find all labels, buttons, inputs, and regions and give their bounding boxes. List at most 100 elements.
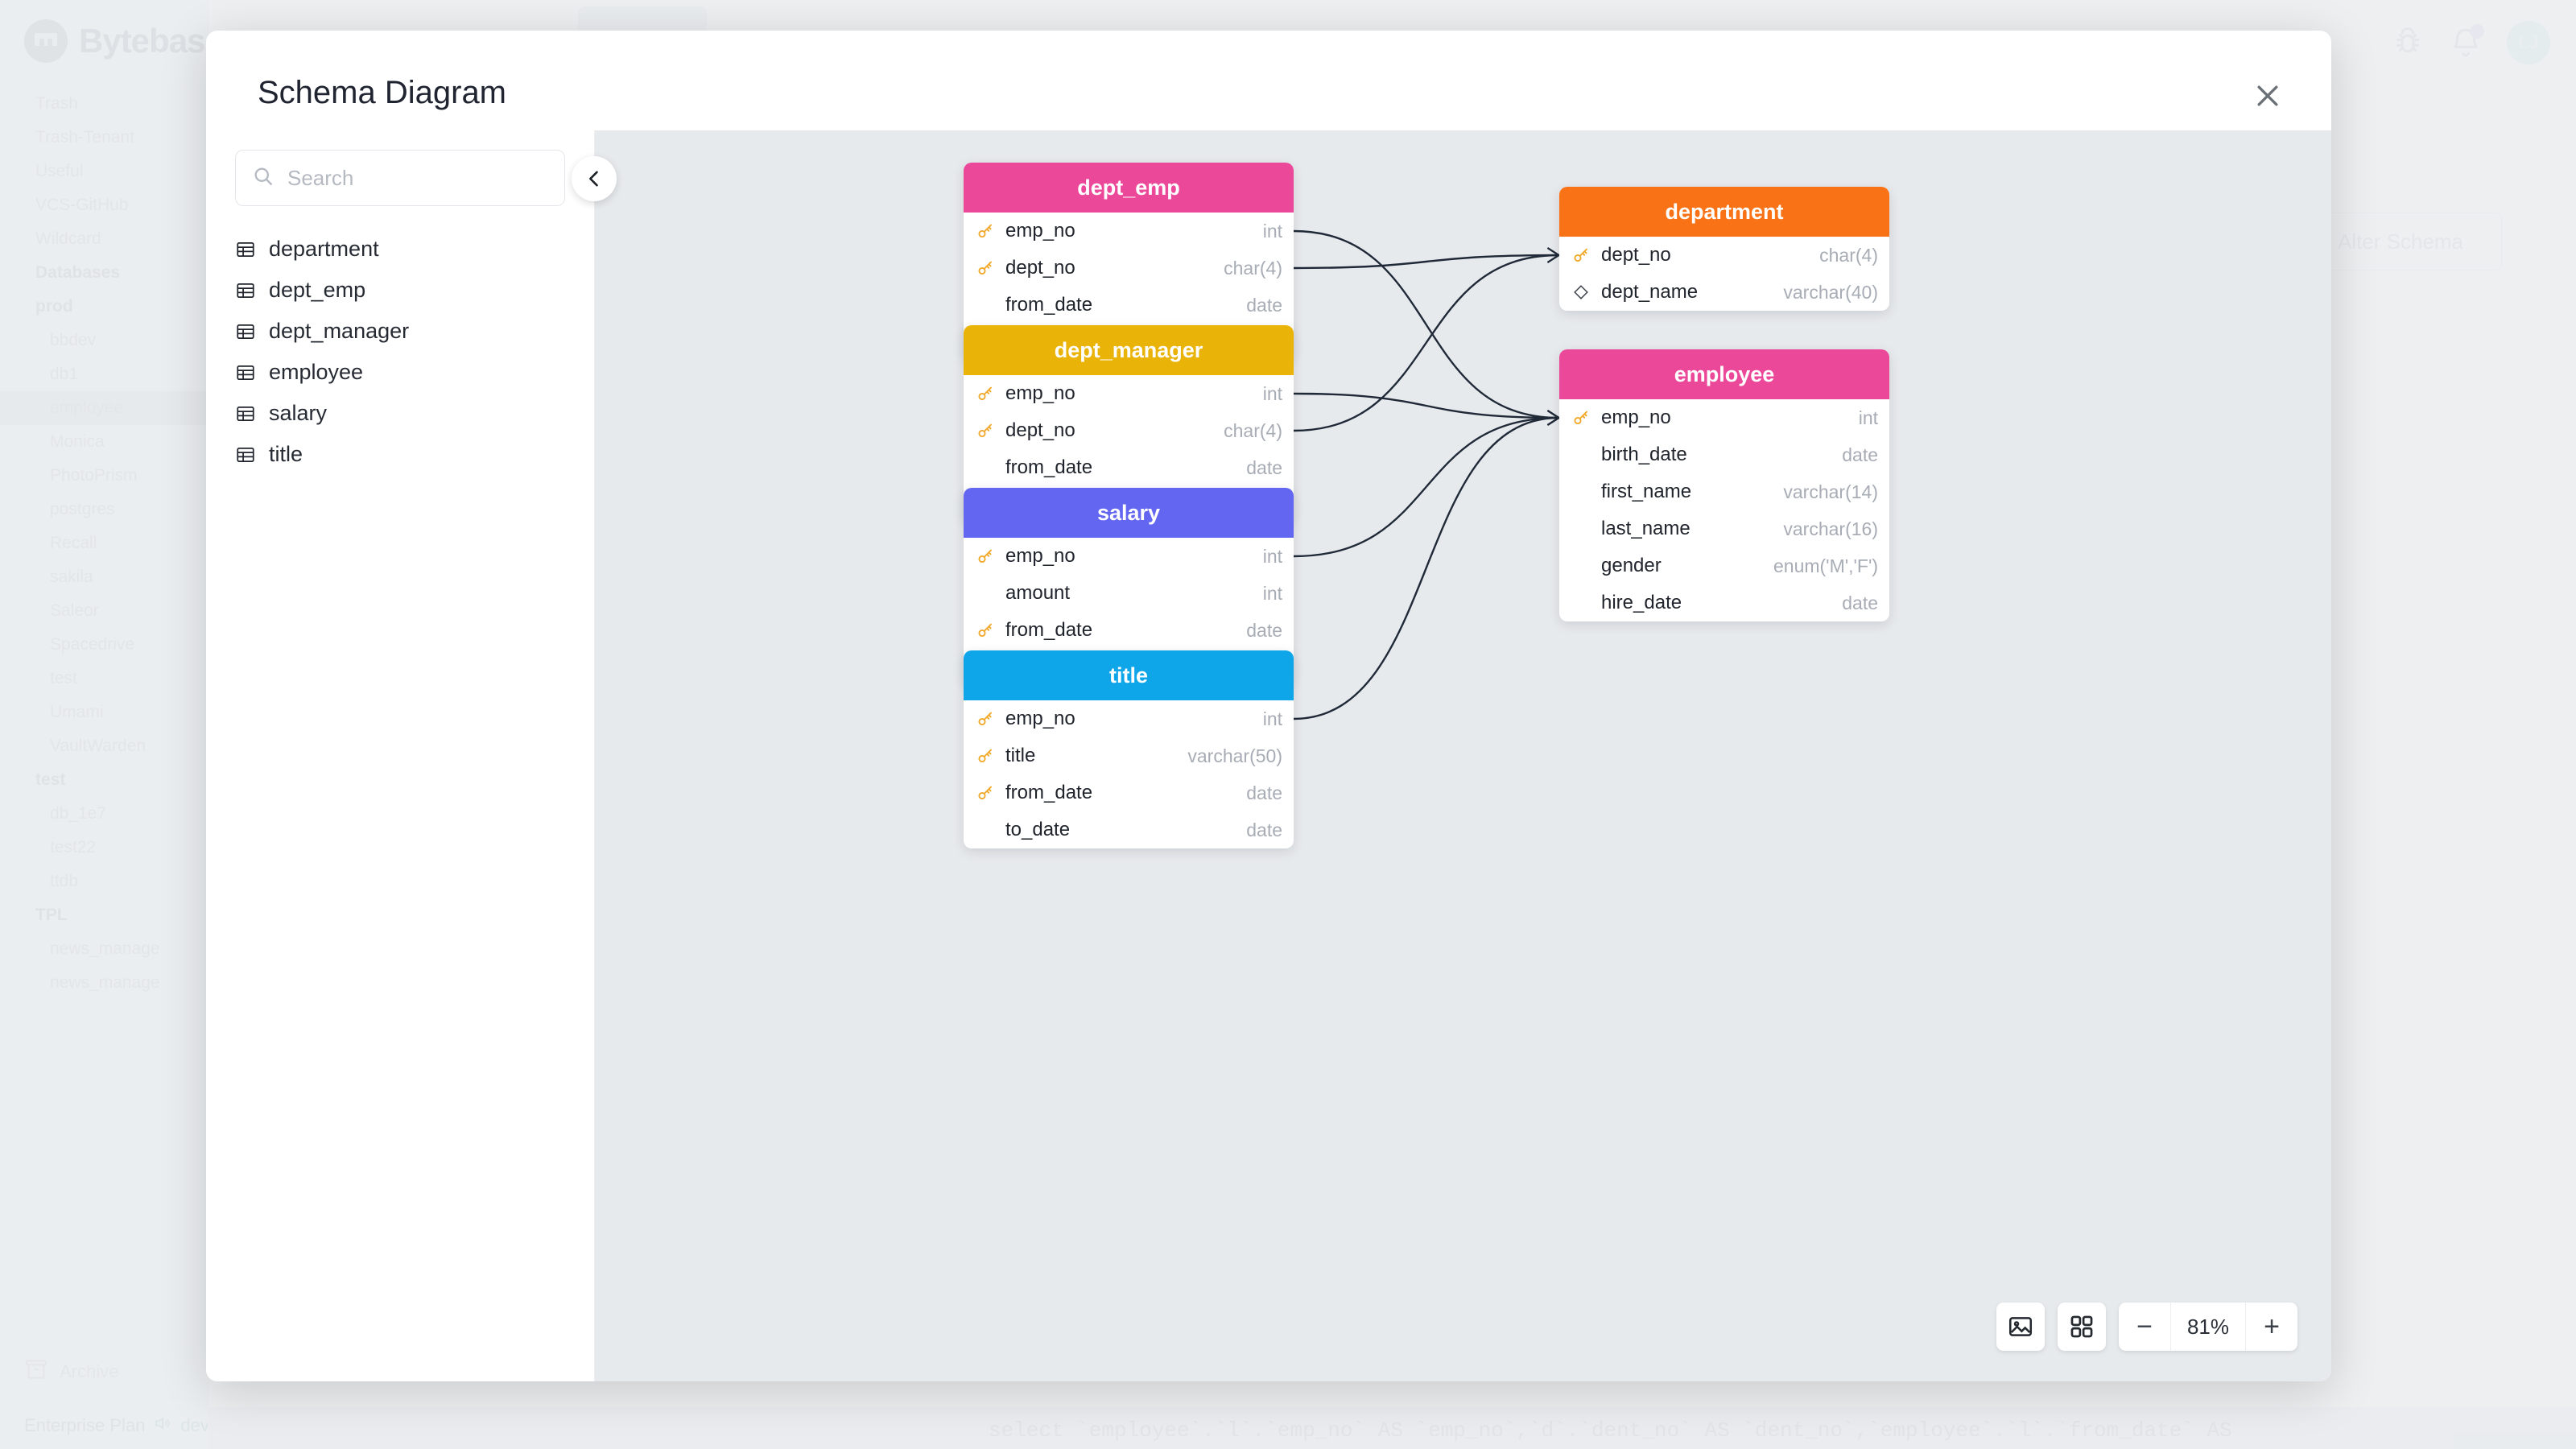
primary-key-icon (975, 709, 996, 729)
relationship-edge (1293, 392, 1559, 419)
table-list-item[interactable]: salary (206, 393, 594, 434)
table-list-item-label: title (269, 442, 303, 466)
column-name: from_date (1005, 294, 1093, 316)
canvas-toolbar: − 81% + (1996, 1302, 2297, 1351)
relationship-edge (1293, 416, 1559, 558)
grid-icon[interactable] (2058, 1302, 2106, 1351)
table-column-row[interactable]: dept_no char(4) (964, 250, 1294, 287)
column-name: dept_name (1601, 281, 1699, 303)
zoom-in-button[interactable]: + (2264, 1311, 2280, 1342)
column-name: to_date (1005, 819, 1071, 840)
table-list-panel: department dept_emp dept_manager employee sa… (206, 130, 617, 1381)
table-node-title: title (964, 650, 1294, 700)
table-column-row[interactable]: emp_no int (964, 375, 1294, 412)
column-type: enum('M','F') (1773, 555, 1878, 576)
zoom-out-button[interactable]: − (2136, 1311, 2153, 1342)
primary-key-icon (1571, 408, 1591, 427)
column-type: date (1842, 444, 1878, 465)
column-type: char(4) (1224, 257, 1282, 279)
column-name: from_date (1005, 619, 1093, 641)
table-column-row[interactable]: from_date date (964, 449, 1294, 486)
table-list-item-label: department (269, 237, 379, 261)
column-name: emp_no (1005, 545, 1075, 567)
column-name: from_date (1005, 456, 1093, 478)
column-type: char(4) (1224, 419, 1282, 441)
primary-key-icon (1571, 246, 1591, 265)
relationship-edge (1293, 254, 1559, 270)
table-node-title: employee (1559, 349, 1889, 399)
column-type: date (1842, 592, 1878, 613)
column-type: date (1246, 456, 1282, 478)
table-node-title: dept_emp (964, 163, 1294, 213)
column-type: int (1858, 407, 1878, 428)
column-name: dept_no (1005, 257, 1075, 279)
table-list: department dept_emp dept_manager employee sa… (206, 229, 594, 475)
column-name: emp_no (1005, 382, 1075, 404)
primary-key-icon (975, 421, 996, 440)
primary-key-icon (975, 783, 996, 803)
table-list-item[interactable]: department (206, 229, 594, 270)
table-icon (235, 362, 256, 383)
table-list-item[interactable]: dept_manager (206, 311, 594, 352)
image-icon[interactable] (1996, 1302, 2045, 1351)
primary-key-icon (975, 221, 996, 241)
search-field[interactable] (235, 150, 565, 206)
column-name: dept_no (1601, 244, 1671, 266)
primary-key-icon (975, 547, 996, 566)
primary-key-icon (975, 384, 996, 403)
table-list-item[interactable]: title (206, 434, 594, 475)
column-name: amount (1005, 582, 1071, 604)
table-icon (235, 239, 256, 260)
edge-arrow-icon (1546, 410, 1561, 426)
collapse-panel-button[interactable] (572, 156, 617, 201)
relationship-edge (1293, 254, 1559, 432)
zoom-level-label: 81% (2170, 1302, 2246, 1351)
table-list-item-label: dept_manager (269, 319, 410, 343)
column-name: from_date (1005, 782, 1093, 803)
table-list-item-label: employee (269, 360, 364, 384)
close-icon[interactable] (2243, 71, 2293, 121)
index-diamond-icon (1571, 283, 1591, 301)
table-node-title: dept_manager (964, 325, 1294, 375)
modal-body: department dept_emp dept_manager employee sa… (206, 130, 2331, 1381)
relationship-edges (1282, 223, 1561, 727)
table-node-title: salary (964, 488, 1294, 538)
table-list-item[interactable]: dept_emp (206, 270, 594, 311)
relationship-edge (1293, 416, 1559, 720)
column-name: hire_date (1601, 592, 1682, 613)
column-type: date (1246, 819, 1282, 840)
column-type: varchar(16) (1783, 518, 1878, 539)
table-list-item-label: dept_emp (269, 278, 366, 302)
table-column-row[interactable]: hire_date date (1559, 584, 1889, 621)
primary-key-icon (975, 258, 996, 278)
column-name: emp_no (1005, 220, 1075, 242)
table-column-row[interactable]: to_date date (964, 811, 1294, 848)
search-input[interactable] (286, 164, 548, 192)
primary-key-icon (975, 746, 996, 766)
table-icon (235, 280, 256, 301)
table-column-row[interactable]: emp_no int (964, 538, 1294, 575)
column-type: int (1262, 382, 1282, 404)
column-type: int (1262, 545, 1282, 567)
table-list-item[interactable]: employee (206, 352, 594, 393)
table-icon (235, 444, 256, 465)
